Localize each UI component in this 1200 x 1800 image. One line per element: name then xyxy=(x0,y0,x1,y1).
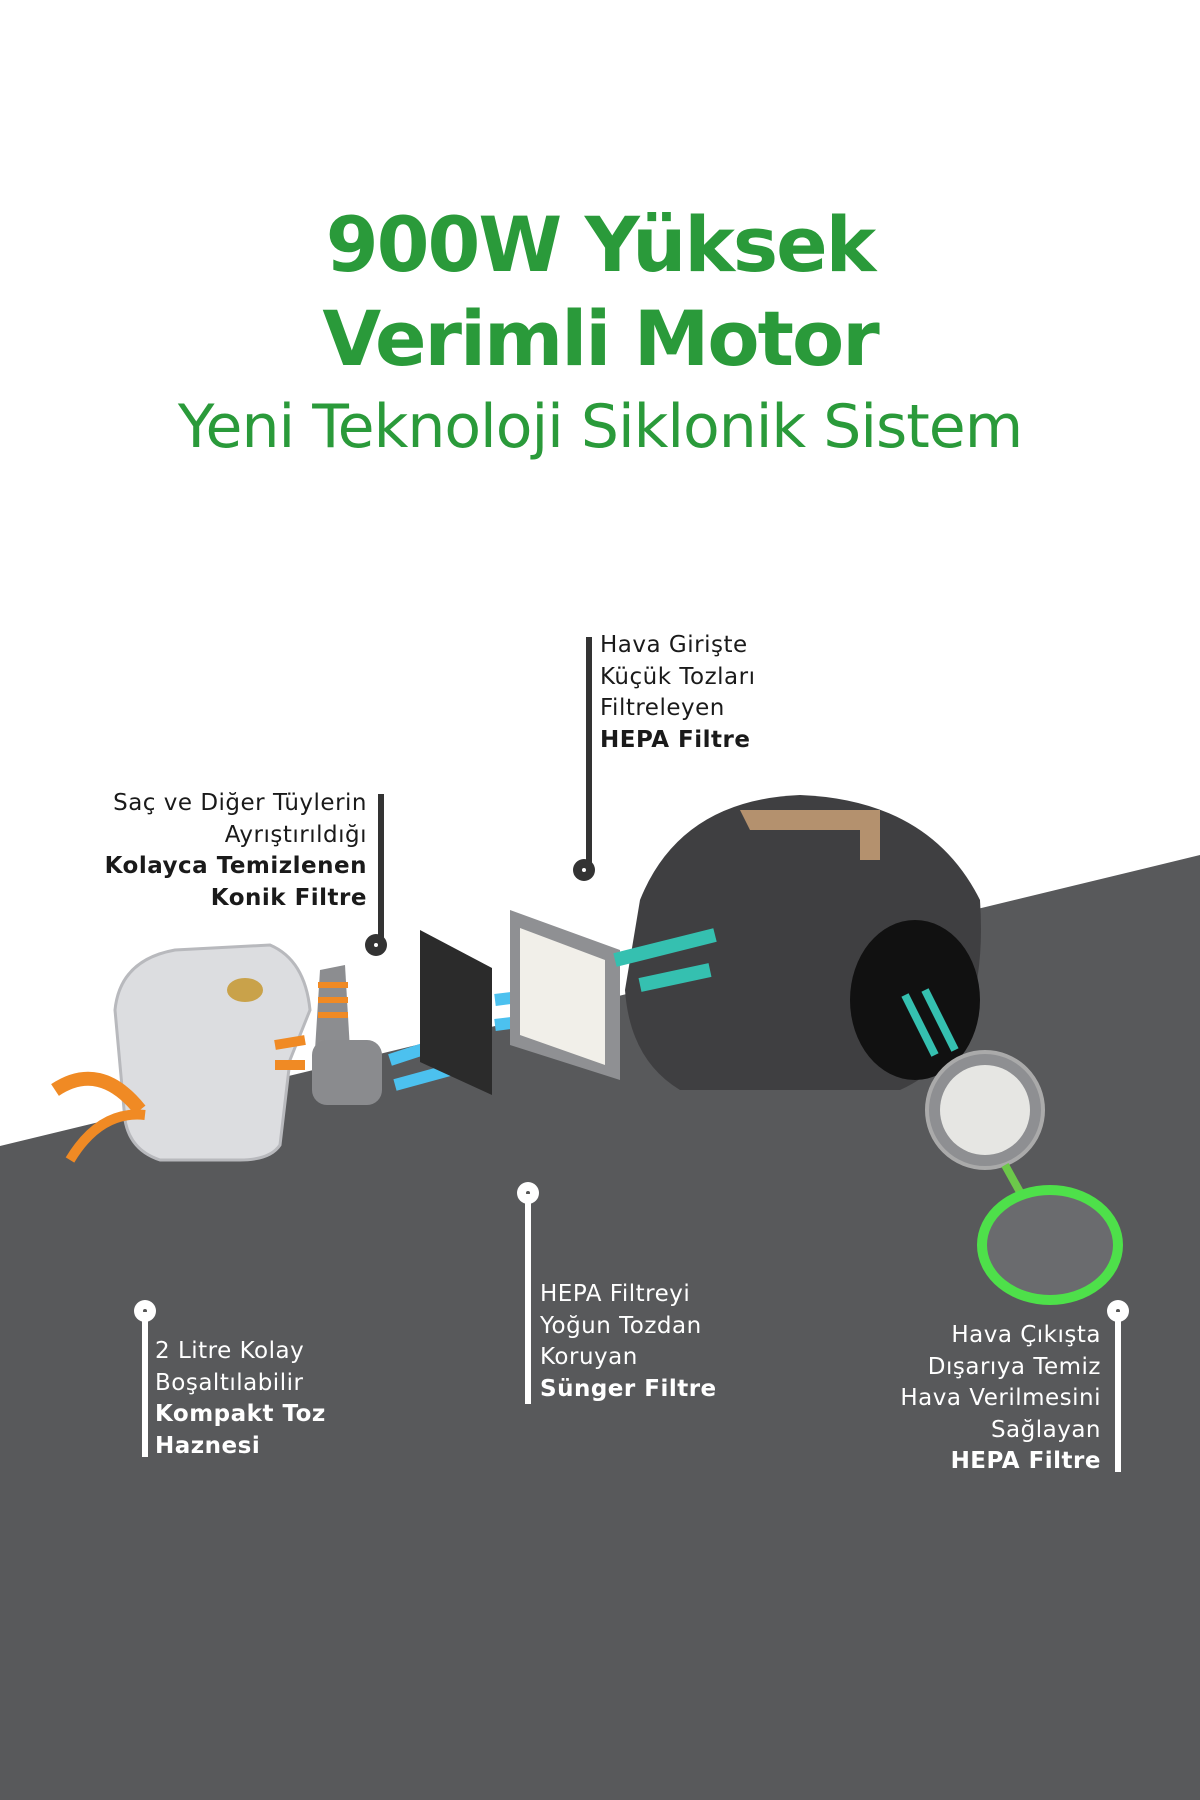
title-line1: 900W Yüksek xyxy=(325,200,876,289)
blue-arrows xyxy=(388,989,536,1091)
callout-text: Filtreleyen xyxy=(600,695,725,721)
callout-hepa-outlet: Hava Çıkışta Dışarıya Temiz Hava Verilme… xyxy=(900,1320,1101,1478)
callout-sponge-filter: HEPA Filtreyi Yoğun Tozdan Koruyan Sünge… xyxy=(540,1279,717,1405)
callout-dot xyxy=(134,1300,156,1322)
callout-line xyxy=(1115,1312,1121,1472)
gray-background xyxy=(0,855,1200,1800)
callout-bold: HEPA Filtre xyxy=(950,1448,1101,1474)
callout-text: Hava Çıkışta xyxy=(951,1322,1101,1348)
callout-text: Yoğun Tozdan xyxy=(540,1312,702,1339)
callout-dust-container: 2 Litre Kolay Boşaltılabilir Kompakt Toz… xyxy=(155,1336,326,1462)
subtitle: Yeni Teknoloji Siklonik Sistem xyxy=(177,392,1023,462)
callout-line xyxy=(378,794,384,944)
callout-line xyxy=(586,637,592,869)
callout-bold: HEPA Filtre xyxy=(600,726,751,753)
callout-text: Ayrıştırıldığı xyxy=(224,821,367,848)
callout-hepa-inlet: Hava Girişte Küçük Tozları Filtreleyen H… xyxy=(600,630,755,756)
callout-bold: Konik Filtre xyxy=(210,884,367,911)
callout-text: Sağlayan xyxy=(990,1416,1101,1443)
callout-text: Dışarıya Temiz xyxy=(927,1353,1101,1380)
vacuum-body-image xyxy=(613,795,981,1090)
green-outlet-cover-image xyxy=(977,1185,1123,1305)
callout-dot xyxy=(365,934,387,956)
callout-bold: Sünger Filtre xyxy=(540,1375,717,1402)
callout-dot xyxy=(573,859,595,881)
dust-container-image xyxy=(51,943,312,1163)
hepa-inlet-filter-image xyxy=(510,910,620,1080)
title-line2: Verimli Motor xyxy=(322,294,879,383)
callout-conic-filter: Saç ve Diğer Tüylerin Ayrıştırıldığı Kol… xyxy=(105,788,367,914)
sponge-filter-image xyxy=(420,930,492,1095)
callout-line xyxy=(525,1194,531,1404)
callout-bold: Kolayca Temizlenen xyxy=(104,853,367,879)
callout-line xyxy=(142,1312,148,1457)
callout-text: Hava Girişte xyxy=(600,632,748,658)
callout-text: Hava Verilmesini xyxy=(900,1385,1101,1411)
callout-text: Koruyan xyxy=(540,1344,638,1370)
callout-bold: Haznesi xyxy=(155,1432,261,1459)
callout-text: Saç ve Diğer Tüylerin xyxy=(113,790,367,816)
callout-text: Küçük Tozları xyxy=(600,663,756,690)
callout-dot xyxy=(1107,1300,1129,1322)
callout-text: Boşaltılabilir xyxy=(155,1369,304,1396)
callout-text: HEPA Filtreyi xyxy=(540,1281,691,1307)
callout-bold: Kompakt Toz xyxy=(155,1401,326,1427)
callout-dot xyxy=(517,1182,539,1204)
conic-filter-image xyxy=(274,965,382,1105)
callout-text: 2 Litre Kolay xyxy=(155,1338,305,1364)
